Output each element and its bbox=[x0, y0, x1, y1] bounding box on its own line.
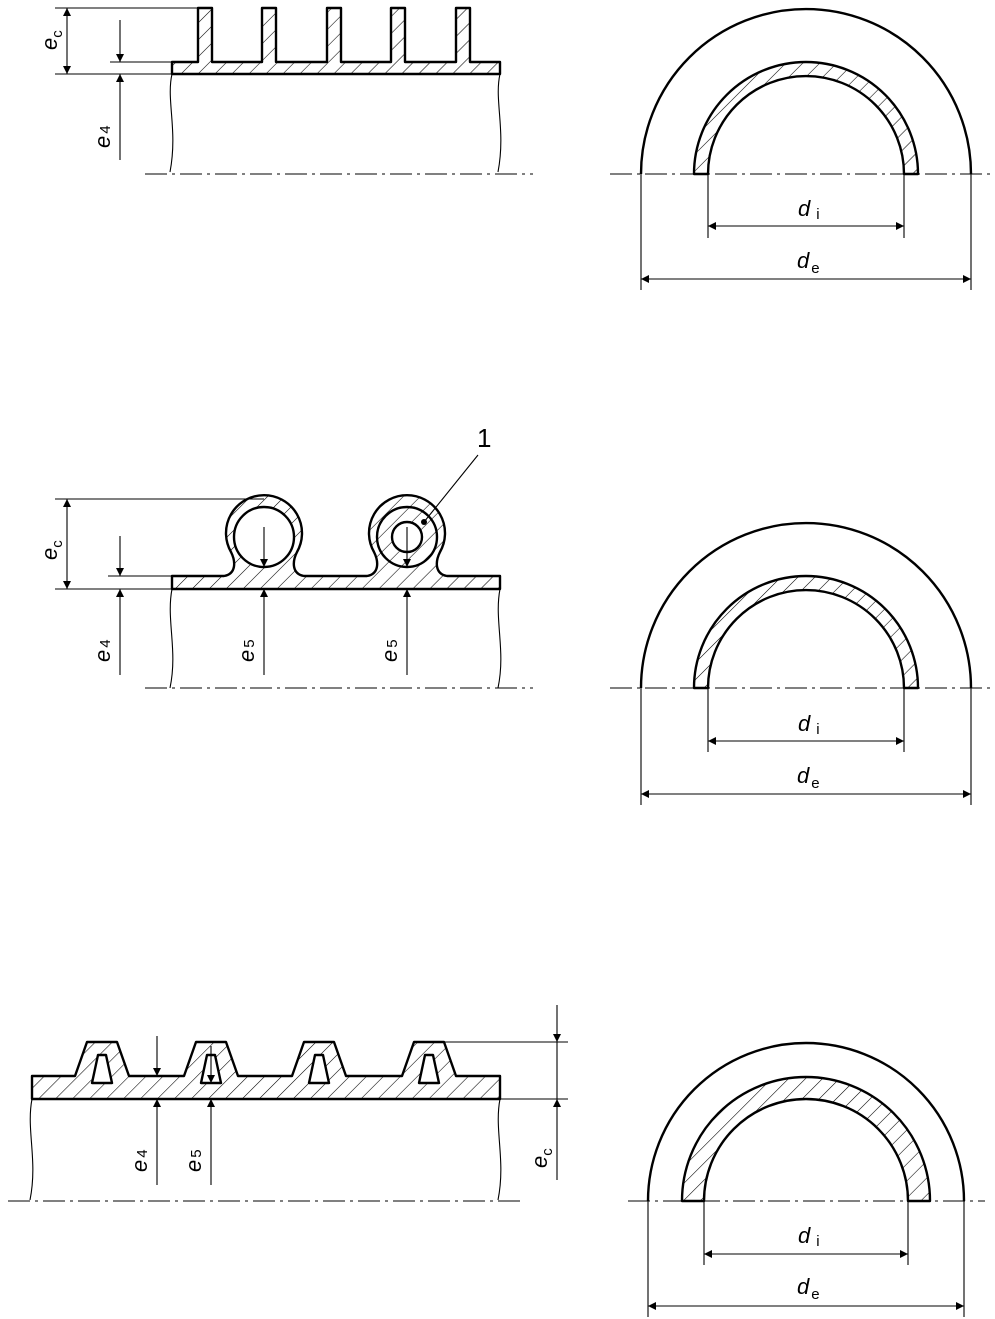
profile-c-section: e4 e5 ec bbox=[8, 1005, 568, 1202]
profile-b-wall bbox=[170, 494, 502, 591]
profile-b-break-right bbox=[497, 588, 502, 689]
label-e4-a: e4 bbox=[90, 125, 115, 148]
label-ec-c: ec bbox=[527, 1148, 556, 1168]
profile-b-section: 1 ec e4 e5 e5 bbox=[37, 423, 533, 689]
cross-a-liner bbox=[692, 60, 920, 176]
cross-c-liner bbox=[680, 1075, 932, 1203]
profile-c-break-left bbox=[29, 1098, 34, 1201]
profile-c-rib-1-core bbox=[90, 1053, 114, 1085]
profile-c-rib-3-core bbox=[307, 1053, 331, 1085]
label-e5-b2: e5 bbox=[377, 639, 402, 662]
cross-b-liner bbox=[692, 574, 920, 690]
profile-a-section: ec e4 bbox=[37, 6, 533, 175]
profile-a-break-left bbox=[169, 73, 174, 173]
label-ec-b: ec bbox=[37, 540, 66, 560]
label-e4-c: e4 bbox=[127, 1149, 152, 1172]
profile-a-wall bbox=[170, 6, 502, 76]
label-e4-b: e4 bbox=[90, 639, 115, 662]
profile-c-rib-4-core bbox=[417, 1053, 441, 1085]
profile-b-break-left bbox=[169, 588, 174, 689]
profile-c-break-right bbox=[497, 1098, 502, 1201]
label-ec-a: ec bbox=[37, 30, 66, 50]
profile-a-break-right bbox=[497, 73, 502, 173]
label-e5-b1: e5 bbox=[234, 639, 259, 662]
label-e5-c: e5 bbox=[181, 1149, 206, 1172]
profile-c-wall bbox=[30, 1040, 502, 1101]
callout-1-leader bbox=[423, 454, 479, 523]
callout-1-label: 1 bbox=[477, 423, 491, 453]
